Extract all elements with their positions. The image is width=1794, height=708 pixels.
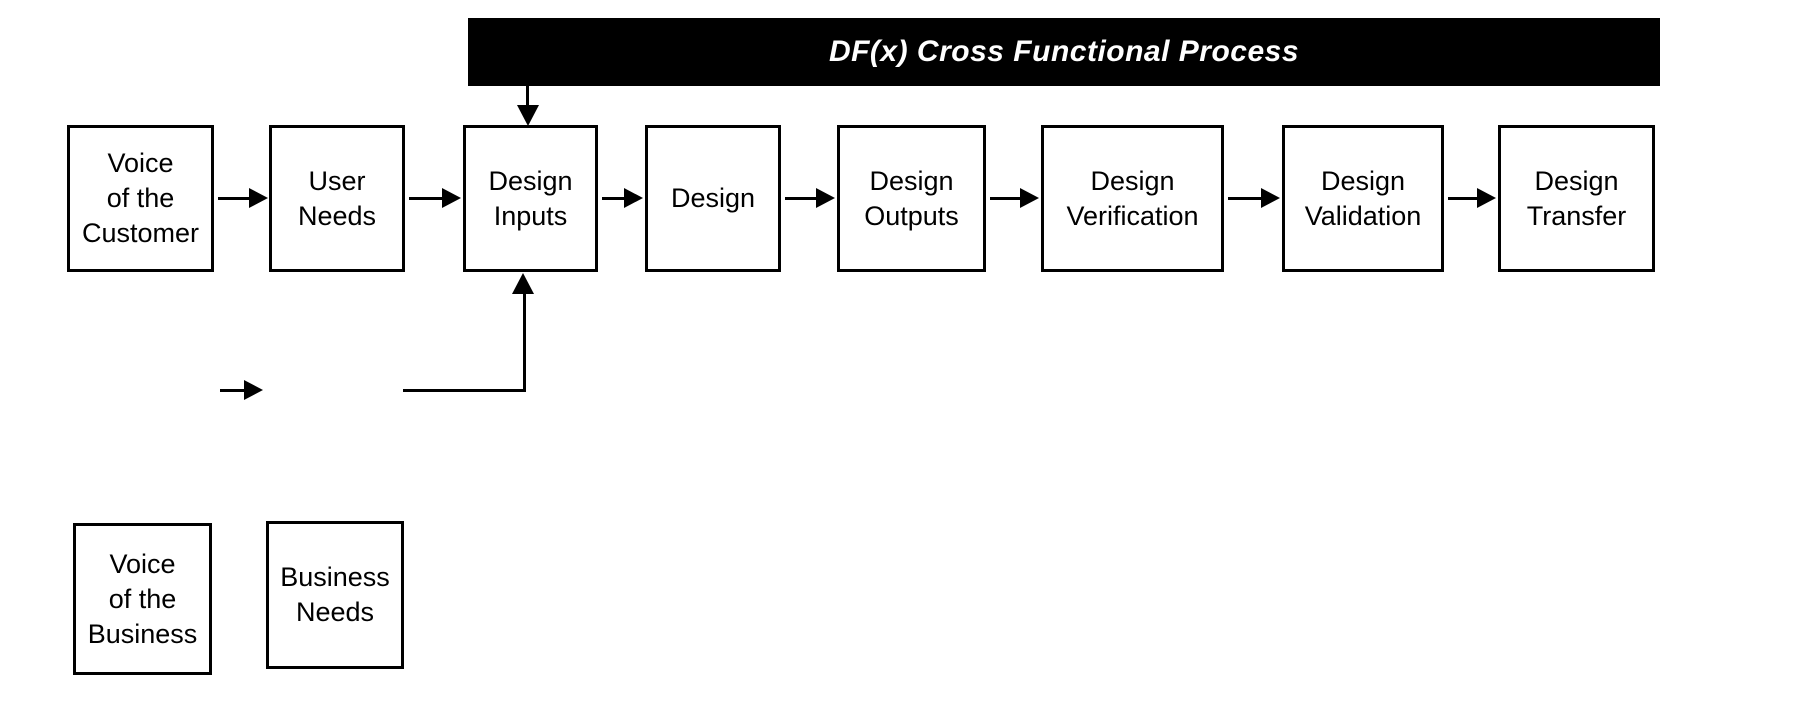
aux-box-business-needs: Business Needs [266, 521, 404, 669]
process-box-design-verification: Design Verification [1041, 125, 1224, 272]
arrowhead-right-icon [816, 188, 835, 208]
process-box-voice-of-the-customer: Voice of the Customer [67, 125, 214, 272]
aux-box-voice-of-the-business: Voice of the Business [73, 523, 212, 675]
arrow-line [526, 86, 529, 108]
cross-functional-process-banner: DF(x) Cross Functional Process [468, 18, 1660, 86]
arrow-line [218, 197, 251, 200]
arrowhead-right-icon [1020, 188, 1039, 208]
process-box-design: Design [645, 125, 781, 272]
arrow-line [1448, 197, 1479, 200]
arrowhead-down-icon [517, 105, 539, 126]
banner-title: DF(x) Cross Functional Process [828, 35, 1300, 68]
arrow-line [220, 389, 246, 392]
arrow-line [602, 197, 627, 200]
process-box-design-inputs: Design Inputs [463, 125, 598, 272]
connector-vertical-line [523, 293, 526, 391]
connector-horizontal-line [403, 389, 526, 392]
arrowhead-right-icon [624, 188, 643, 208]
arrow-line [785, 197, 818, 200]
arrow-line [1228, 197, 1263, 200]
process-box-user-needs: User Needs [269, 125, 405, 272]
arrow-line [409, 197, 444, 200]
arrowhead-right-icon [1477, 188, 1496, 208]
process-box-design-transfer: Design Transfer [1498, 125, 1655, 272]
arrowhead-right-icon [249, 188, 268, 208]
arrowhead-right-icon [442, 188, 461, 208]
process-box-design-outputs: Design Outputs [837, 125, 986, 272]
arrowhead-right-icon [244, 380, 263, 400]
arrowhead-up-icon [512, 273, 534, 294]
arrowhead-right-icon [1261, 188, 1280, 208]
process-box-design-validation: Design Validation [1282, 125, 1444, 272]
arrow-line [990, 197, 1022, 200]
